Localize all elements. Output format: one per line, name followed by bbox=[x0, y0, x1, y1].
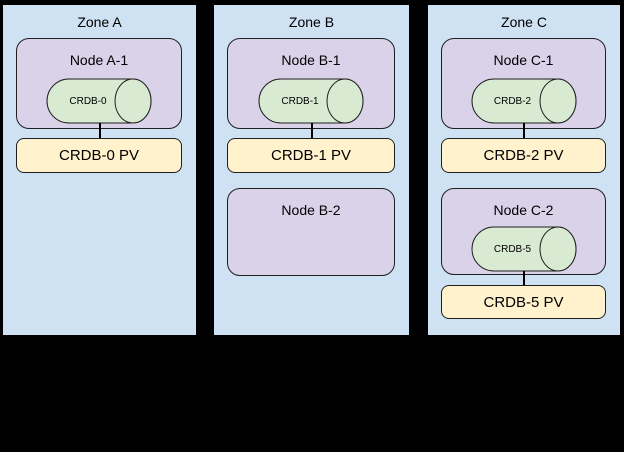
node-a-1-box: Node A-1 CRDB-0 bbox=[16, 38, 182, 129]
zone-b: Zone B Node B-1 CRDB-1 CRDB-1 PV Node B-… bbox=[213, 4, 410, 336]
zone-b-title: Zone B bbox=[288, 14, 335, 30]
crdb-2-pv-box: CRDB-2 PV bbox=[441, 138, 606, 173]
node-b-2-box: Node B-2 bbox=[227, 188, 395, 276]
crdb-1-label: CRDB-1 bbox=[281, 95, 319, 107]
crdb-2-label: CRDB-2 bbox=[493, 95, 532, 107]
crdb-0-pv-label: CRDB-0 PV bbox=[58, 147, 140, 164]
database-cylinder-icon bbox=[258, 78, 364, 124]
crdb-1-pv-label: CRDB-1 PV bbox=[270, 147, 352, 164]
zone-c: Zone C Node C-1 CRDB-2 CRDB-2 PV Node C-… bbox=[427, 4, 621, 336]
zone-c-title: Zone C bbox=[501, 14, 547, 30]
node-c-1-to-pv-connector bbox=[523, 123, 525, 139]
node-c-2-box: Node C-2 CRDB-5 bbox=[441, 188, 606, 275]
database-cylinder-icon bbox=[471, 226, 576, 272]
node-c-2-title: Node C-2 bbox=[493, 202, 554, 218]
node-b-1-title: Node B-1 bbox=[281, 52, 341, 68]
crdb-0-pv-box: CRDB-0 PV bbox=[16, 138, 182, 173]
crdb-5-pv-label: CRDB-5 PV bbox=[483, 293, 564, 311]
zone-a: Zone A Node A-1 CRDB-0 CRDB-0 PV bbox=[2, 4, 197, 336]
crdb-1-database-cylinder: CRDB-1 bbox=[258, 78, 364, 124]
node-b-2-title: Node B-2 bbox=[281, 202, 341, 218]
node-c-2-to-pv-connector bbox=[523, 271, 525, 286]
crdb-1-pv-box: CRDB-1 PV bbox=[227, 138, 395, 173]
crdb-0-label: CRDB-0 bbox=[69, 95, 107, 107]
node-a-1-title: Node A-1 bbox=[69, 52, 129, 68]
crdb-2-database-cylinder: CRDB-2 bbox=[471, 78, 577, 124]
database-cylinder-icon bbox=[471, 78, 576, 124]
zone-a-title: Zone A bbox=[77, 14, 122, 30]
crdb-0-database-cylinder: CRDB-0 bbox=[46, 78, 152, 124]
node-b-1-to-pv-connector bbox=[310, 123, 313, 139]
node-c-1-box: Node C-1 CRDB-2 bbox=[441, 38, 606, 129]
crdb-5-label: CRDB-5 bbox=[493, 243, 532, 255]
crdb-5-pv-box: CRDB-5 PV bbox=[441, 285, 606, 319]
node-b-1-box: Node B-1 CRDB-1 bbox=[227, 38, 395, 129]
crdb-2-pv-label: CRDB-2 PV bbox=[483, 147, 564, 164]
database-cylinder-icon bbox=[46, 78, 152, 124]
node-c-1-title: Node C-1 bbox=[493, 52, 554, 68]
node-a-1-to-pv-connector bbox=[98, 123, 101, 139]
crdb-5-database-cylinder: CRDB-5 bbox=[471, 226, 577, 272]
